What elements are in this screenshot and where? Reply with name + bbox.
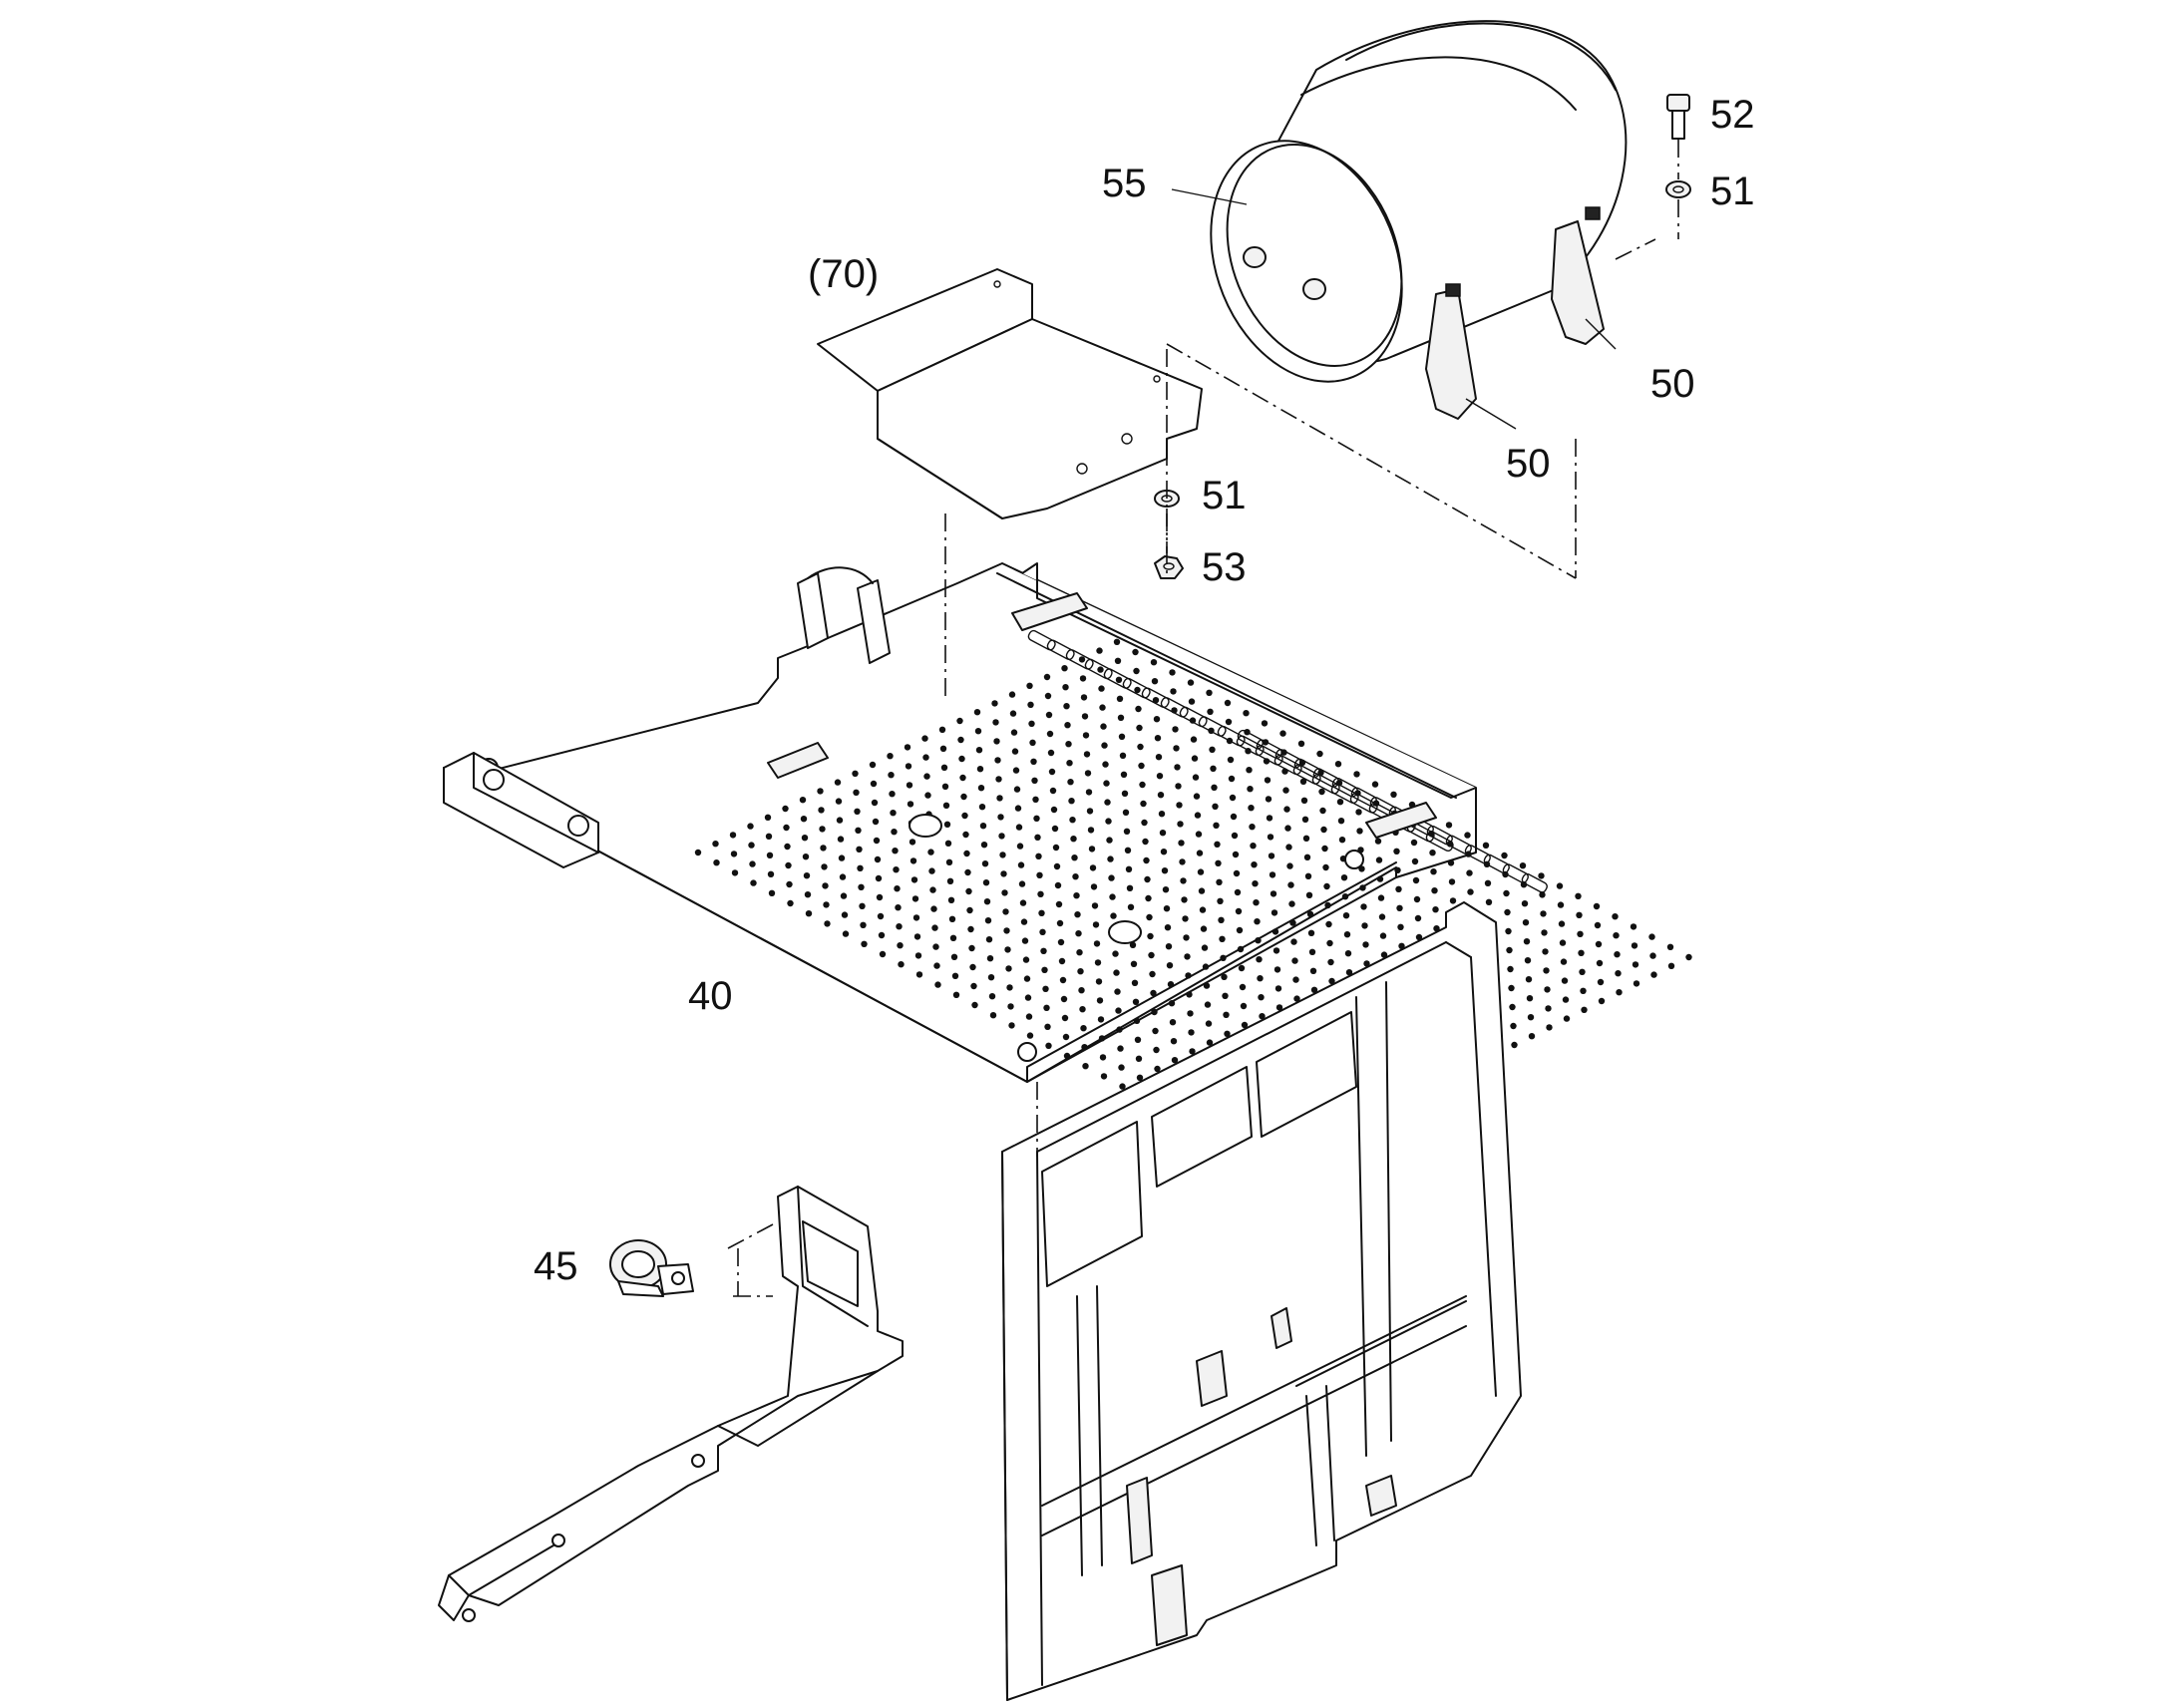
callout-45: 45 xyxy=(534,1244,578,1288)
callout-40: 40 xyxy=(688,974,733,1018)
callout-52: 52 xyxy=(1710,93,1755,137)
leader-lines xyxy=(1171,188,1617,430)
callout-70: (70) xyxy=(808,252,879,296)
callout-51-upper: 51 xyxy=(1710,170,1755,213)
vent-slots xyxy=(1027,629,1548,893)
assembly-lines xyxy=(727,140,1679,1297)
nut-53[interactable] xyxy=(1154,555,1184,579)
frame-panel[interactable] xyxy=(1001,901,1522,1701)
callout-53: 53 xyxy=(1202,545,1247,589)
bolt-52[interactable] xyxy=(1666,94,1690,140)
pipe-clamp[interactable] xyxy=(609,1239,694,1297)
support-bracket[interactable] xyxy=(438,1186,904,1622)
mounting-bracket[interactable] xyxy=(817,268,1203,519)
callout-50-right: 50 xyxy=(1650,362,1695,406)
callout-51-lower: 51 xyxy=(1202,474,1247,517)
callout-55: 55 xyxy=(1102,162,1147,205)
washer-51-upper[interactable] xyxy=(1665,180,1691,198)
air-tank[interactable] xyxy=(1177,20,1628,420)
callout-50-front: 50 xyxy=(1506,442,1551,486)
